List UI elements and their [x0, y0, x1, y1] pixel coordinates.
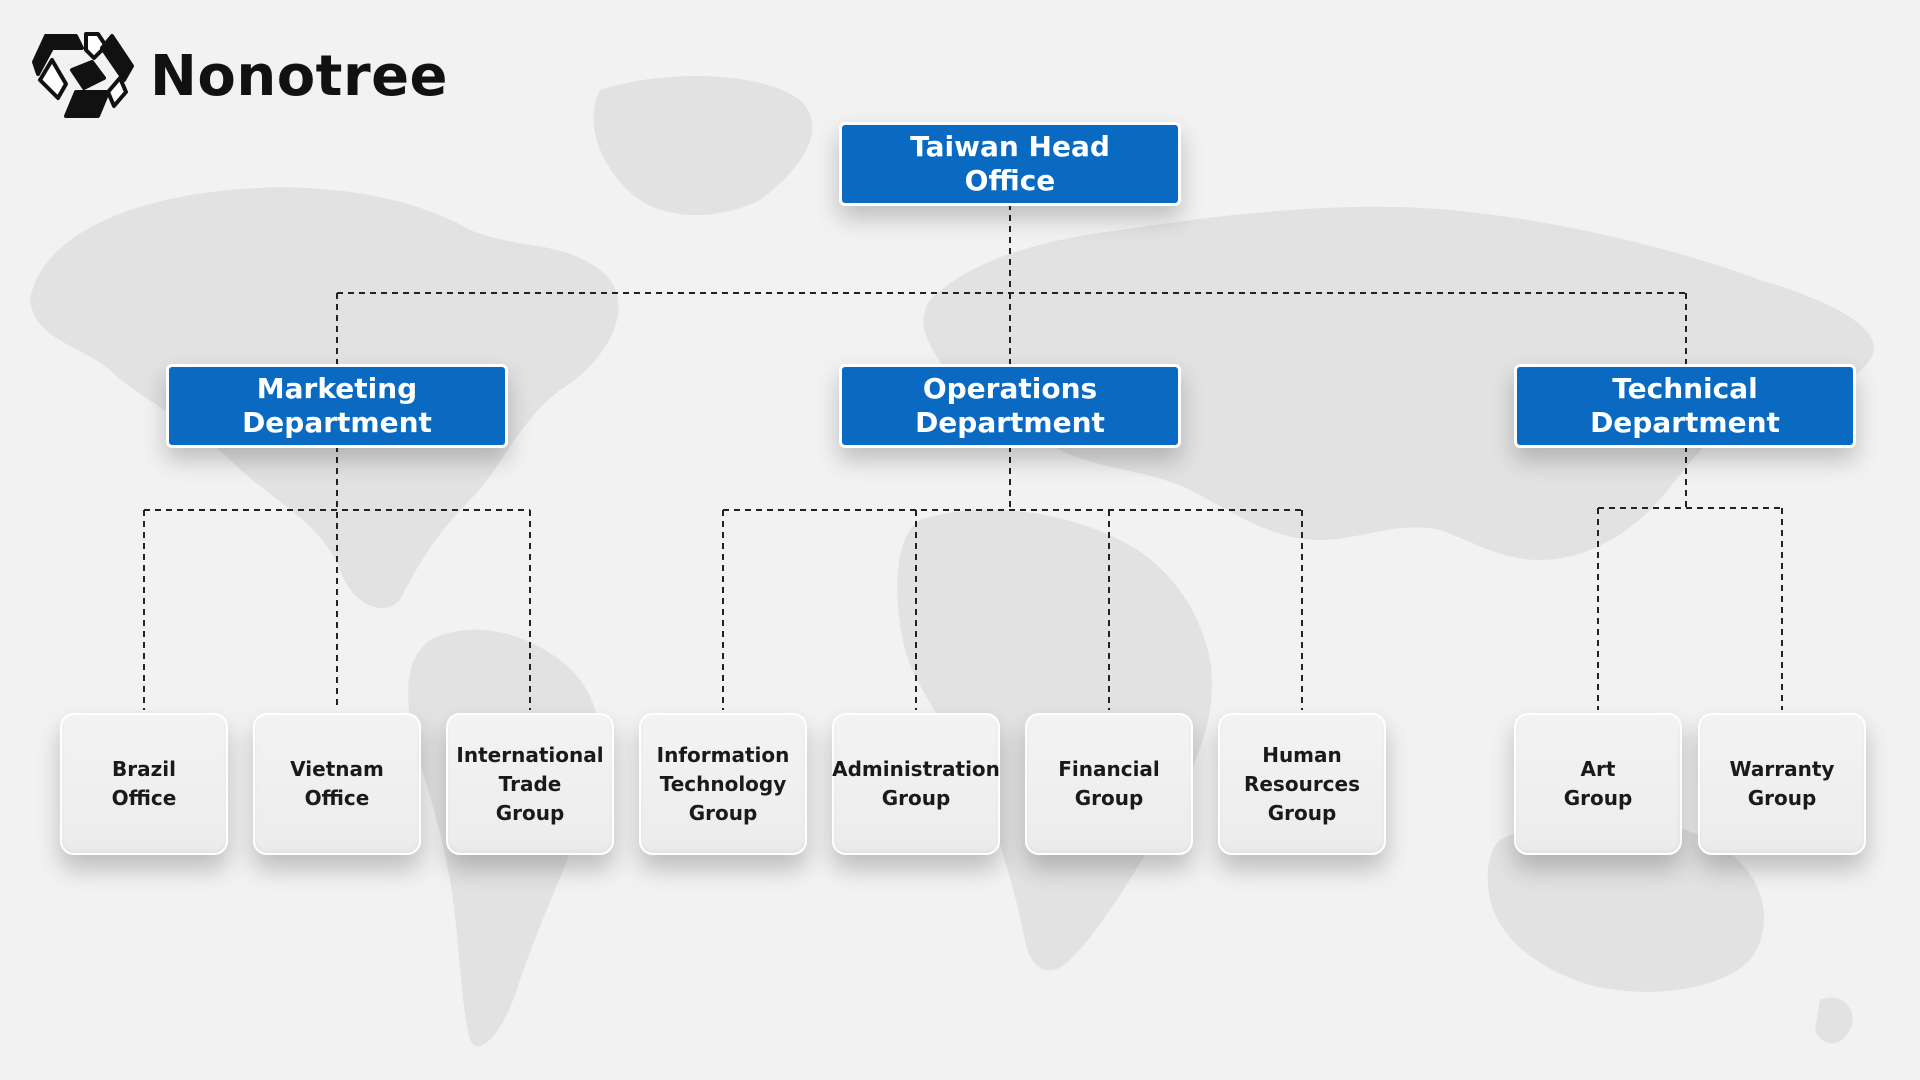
node-taiwan-head-office: Taiwan Head Office — [839, 122, 1181, 206]
node-marketing-department: Marketing Department — [166, 364, 508, 448]
node-administration-group: Administration Group — [832, 713, 1000, 855]
node-technical-department: Technical Department — [1514, 364, 1856, 448]
node-financial-group: Financial Group — [1025, 713, 1193, 855]
node-human-resources-group: Human Resources Group — [1218, 713, 1386, 855]
nonotree-logo-icon — [32, 32, 134, 118]
node-brazil-office: Brazil Office — [60, 713, 228, 855]
brand-name: Nonotree — [150, 43, 449, 109]
node-operations-department: Operations Department — [839, 364, 1181, 448]
node-information-technology-group: Information Technology Group — [639, 713, 807, 855]
node-vietnam-office: Vietnam Office — [253, 713, 421, 855]
node-international-trade-group: International Trade Group — [446, 713, 614, 855]
brand: Nonotree — [32, 30, 448, 122]
node-warranty-group: Warranty Group — [1698, 713, 1866, 855]
node-art-group: Art Group — [1514, 713, 1682, 855]
